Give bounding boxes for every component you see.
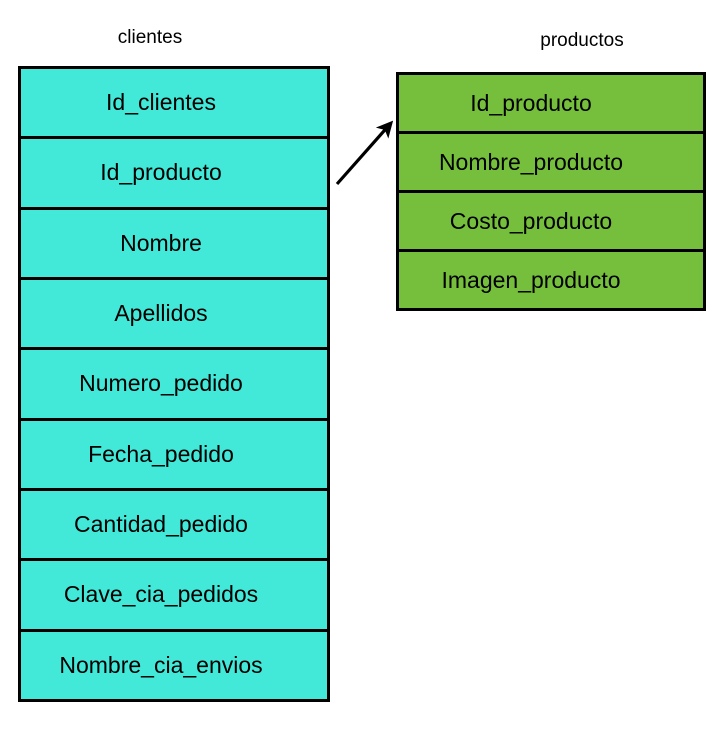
field-row[interactable]: Imagen_producto — [441, 266, 621, 293]
entity-table-clientes[interactable]: Id_clientes Id_producto Nombre Apellidos… — [18, 66, 330, 702]
field-row[interactable]: Costo_producto — [399, 193, 703, 252]
field-row[interactable]: Id_producto — [399, 75, 703, 134]
field-row[interactable]: Numero_pedido — [21, 350, 327, 421]
field-row[interactable]: Apellidos — [21, 280, 327, 351]
field-row[interactable]: Fecha_pedido — [21, 421, 327, 491]
field-row[interactable]: Cantidad_pedido — [21, 491, 327, 562]
table-title-clientes: clientes — [117, 27, 183, 48]
table-title-productos: productos — [540, 30, 624, 51]
field-row[interactable]: Clave_cia_pedidos — [21, 561, 327, 632]
field-row[interactable]: Nombre_producto — [399, 134, 703, 193]
field-row[interactable]: Nombre — [21, 210, 327, 280]
field-row[interactable]: Id_producto — [21, 139, 327, 210]
field-row[interactable]: Id_clientes — [21, 69, 327, 140]
entity-table-productos[interactable]: Id_producto Nombre_producto Costo_produc… — [396, 72, 706, 311]
field-row[interactable]: Nombre_cia_envios — [59, 651, 263, 678]
